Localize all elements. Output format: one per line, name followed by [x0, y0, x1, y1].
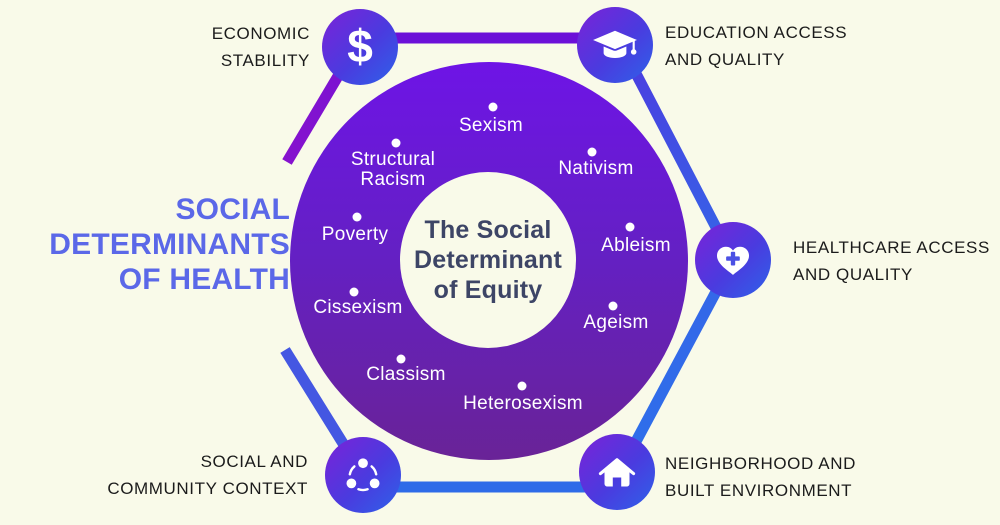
- dollar-icon: $: [347, 20, 373, 72]
- label-social-community: SOCIAL AND COMMUNITY CONTEXT: [107, 452, 308, 498]
- ring-dot: [352, 212, 362, 222]
- ring-label-sexism: Sexism: [458, 115, 524, 136]
- ring-dot: [587, 147, 597, 157]
- ring-label-cissexism: Cissexism: [313, 297, 403, 318]
- ring-label-ageism: Ageism: [583, 312, 649, 333]
- node-healthcare-access: [695, 222, 771, 298]
- house-icon: [592, 447, 642, 497]
- node-neighborhood-built: [579, 434, 655, 510]
- label-neighborhood-built: NEIGHBORHOOD AND BUILT ENVIRONMENT: [665, 454, 856, 500]
- page-title: SOCIAL DETERMINANTS OF HEALTH: [49, 193, 290, 296]
- label-education-access: EDUCATION ACCESS AND QUALITY: [665, 23, 848, 69]
- heart-cross-icon: [708, 235, 758, 285]
- graduation-cap-icon: [589, 19, 641, 71]
- ring-label-ableism: Ableism: [601, 235, 671, 256]
- ring-label-heterosexism: Heterosexism: [463, 393, 583, 414]
- ring-dot: [391, 138, 401, 148]
- ring-dot: [625, 222, 635, 232]
- ring-dot: [608, 301, 618, 311]
- node-social-community: [325, 437, 401, 513]
- ring-dot: [488, 102, 498, 112]
- label-healthcare-access: HEALTHCARE ACCESS AND QUALITY: [793, 238, 990, 284]
- ring-label-structural-racism: Structural Racism: [350, 149, 436, 190]
- ring-label-poverty: Poverty: [321, 224, 389, 245]
- node-economic-stability: $: [322, 9, 398, 85]
- label-economic-stability: ECONOMIC STABILITY: [211, 24, 310, 70]
- ring-dot: [517, 381, 527, 391]
- ring-dot: [349, 287, 359, 297]
- node-education-access: [577, 7, 653, 83]
- center-circle: The Social Determinant of Equity: [400, 172, 576, 348]
- center-title: The Social Determinant of Equity: [413, 216, 563, 304]
- ring-label-nativism: Nativism: [558, 158, 634, 179]
- community-icon: [337, 449, 389, 501]
- ring-dot: [396, 354, 406, 364]
- ring-label-classism: Classism: [366, 364, 446, 385]
